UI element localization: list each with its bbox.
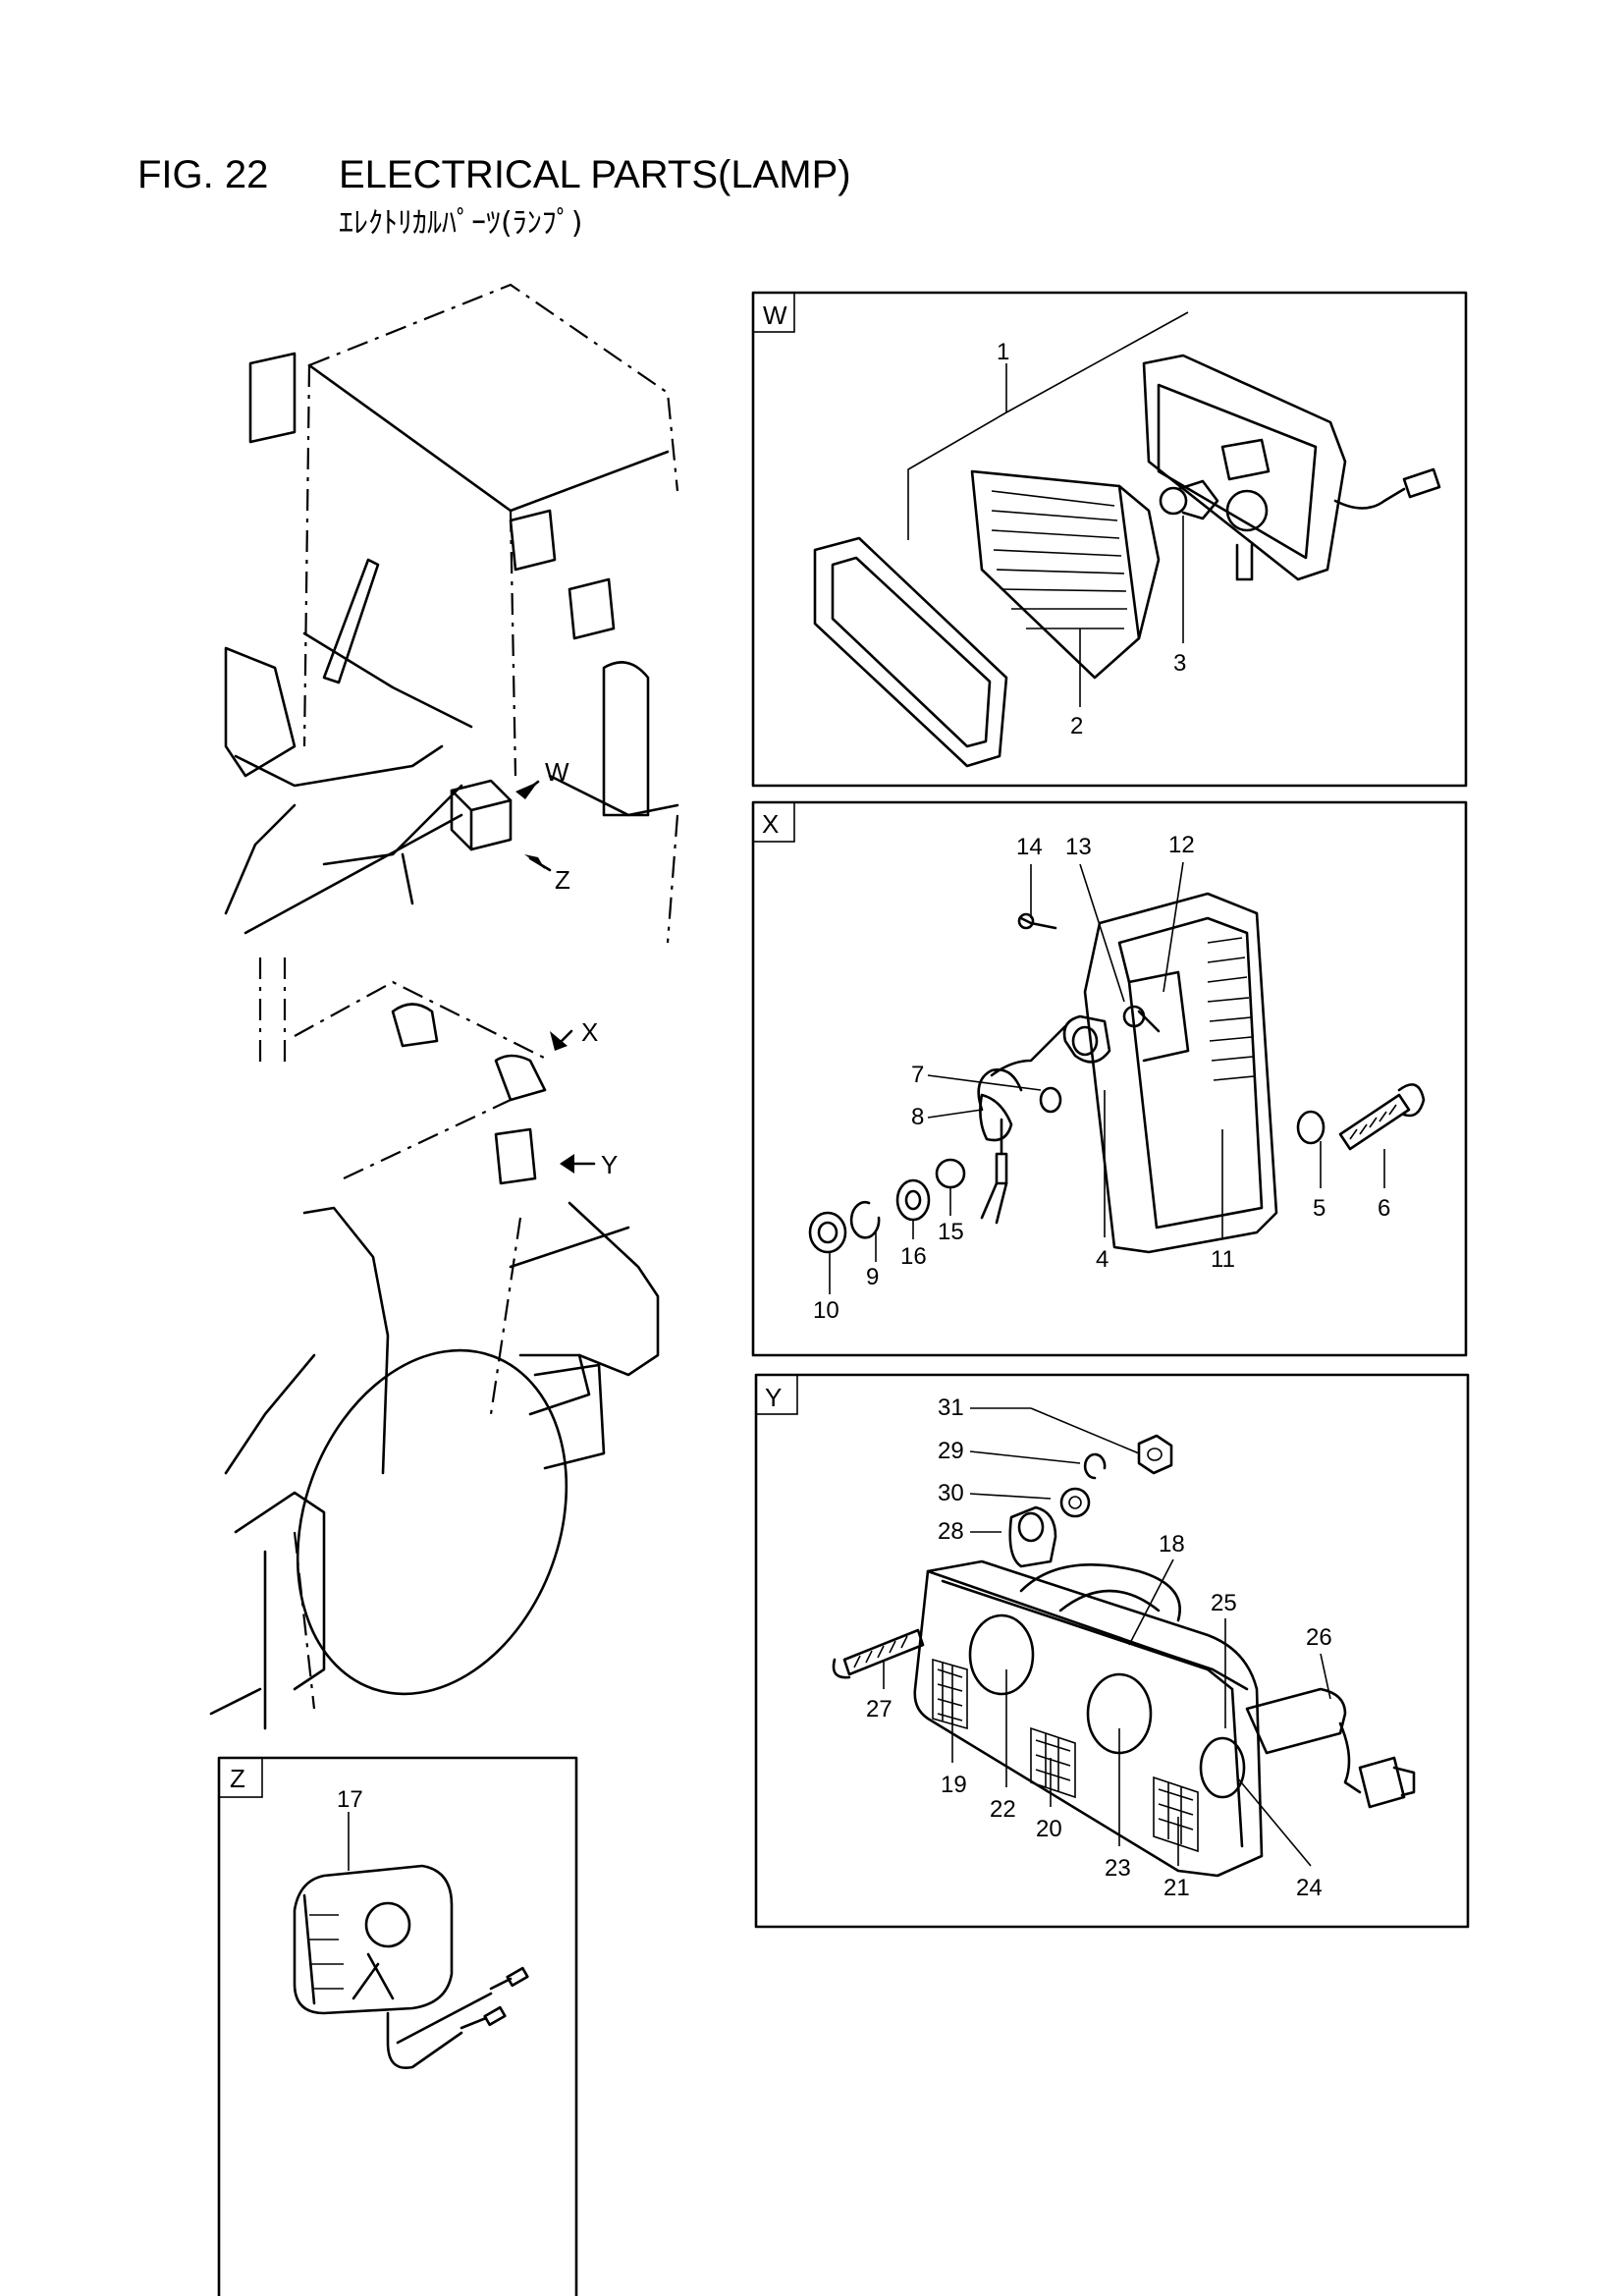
callout-21: 21: [1163, 1875, 1190, 1901]
callout-18: 18: [1159, 1531, 1185, 1558]
figure-subtitle: ｴﾚｸﾄﾘｶﾙﾊﾟｰﾂ(ﾗﾝﾌﾟ): [339, 206, 583, 241]
arrow-x-label: X: [581, 1017, 598, 1047]
callout-8: 8: [911, 1104, 924, 1130]
arrow-y-label: Y: [601, 1150, 618, 1179]
callout-23: 23: [1105, 1855, 1131, 1882]
view-x-tag: [752, 801, 795, 843]
view-y: Y 31 29 30 28: [754, 1373, 1470, 1929]
view-z: Z 17: [217, 1756, 578, 2296]
view-x-label: X: [762, 809, 779, 839]
view-y-tag: [755, 1374, 798, 1415]
callout-30: 30: [938, 1480, 964, 1506]
figure-title: ELECTRICAL PARTS(LAMP): [339, 153, 851, 196]
callout-27: 27: [866, 1696, 893, 1722]
callout-14: 14: [1016, 834, 1043, 860]
view-z-tag: [218, 1757, 263, 1798]
view-x-frame: [751, 800, 1468, 1357]
machine-overview-lower: X Y: [209, 957, 660, 1730]
callout-19: 19: [941, 1772, 967, 1798]
callout-3: 3: [1173, 650, 1186, 677]
callout-15: 15: [938, 1219, 964, 1245]
callout-2: 2: [1070, 713, 1083, 739]
callout-12: 12: [1168, 832, 1195, 858]
callout-10: 10: [813, 1297, 839, 1324]
callout-17: 17: [337, 1786, 363, 1813]
view-z-label: Z: [230, 1764, 245, 1793]
callout-11: 11: [1211, 1246, 1235, 1273]
view-w-tag: [752, 292, 795, 333]
figure-number: FIG. 22: [137, 153, 269, 196]
callout-29: 29: [938, 1438, 964, 1464]
callout-28: 28: [938, 1518, 964, 1545]
view-w: W 1 2 3: [751, 291, 1468, 788]
arrow-w-label: W: [545, 757, 569, 787]
callout-31: 31: [938, 1394, 964, 1421]
view-y-frame: [754, 1373, 1470, 1929]
arrow-z-label: Z: [555, 865, 570, 895]
callout-6: 6: [1378, 1195, 1390, 1222]
callout-22: 22: [990, 1796, 1016, 1823]
view-w-frame: [751, 291, 1468, 788]
callout-9: 9: [866, 1264, 879, 1290]
callout-26: 26: [1306, 1624, 1332, 1651]
view-y-label: Y: [765, 1383, 782, 1412]
callout-5: 5: [1313, 1195, 1325, 1222]
callout-1: 1: [997, 339, 1009, 365]
view-x: X 14 13 12 7 8: [751, 800, 1468, 1357]
arrow-x: [550, 1031, 568, 1051]
callout-13: 13: [1065, 834, 1092, 860]
callout-7: 7: [911, 1062, 924, 1088]
machine-overview-upper: W Z: [224, 283, 679, 944]
callout-20: 20: [1036, 1816, 1062, 1842]
callout-25: 25: [1211, 1590, 1237, 1616]
callout-4: 4: [1096, 1246, 1109, 1273]
callout-16: 16: [900, 1243, 927, 1270]
view-w-label: W: [763, 301, 787, 330]
callout-24: 24: [1296, 1875, 1323, 1901]
view-z-frame: [217, 1756, 578, 2296]
